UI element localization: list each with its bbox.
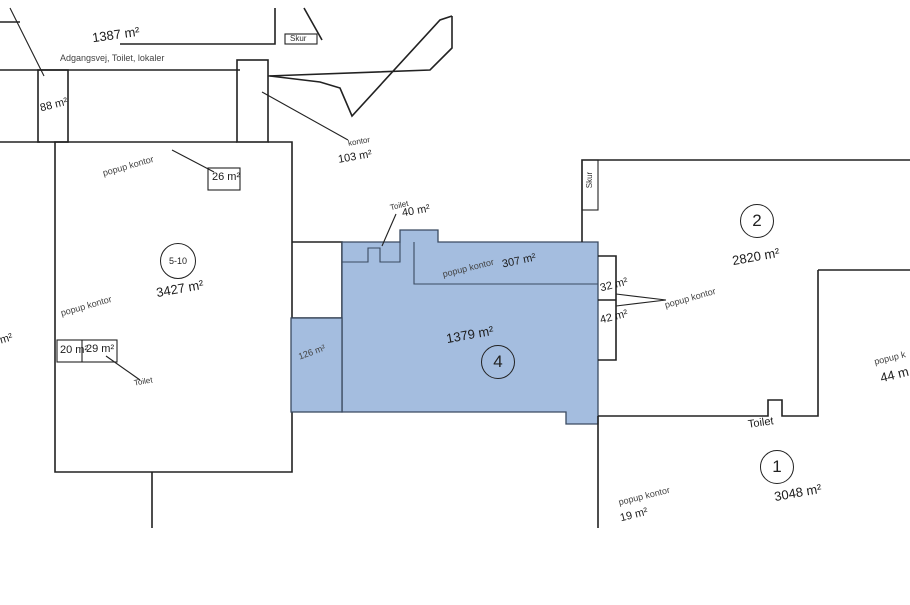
box-32-42 bbox=[598, 255, 617, 361]
arrow-toilet-mid bbox=[381, 213, 397, 247]
area-126-highlight bbox=[290, 317, 343, 413]
hall-1-number: 1 bbox=[760, 450, 794, 484]
shed-right-box bbox=[581, 159, 599, 211]
hall-4-number: 4 bbox=[481, 345, 515, 379]
access-road-label: Adgangsvej, Toilet, lokaler bbox=[60, 53, 165, 63]
shed-right-label: Skur bbox=[585, 171, 595, 189]
annex-outline bbox=[292, 241, 343, 319]
office-103-box bbox=[236, 59, 269, 143]
arrow-office bbox=[261, 91, 349, 141]
popup-26-box bbox=[207, 167, 241, 191]
top-building-outline bbox=[0, 7, 453, 77]
shed-top-box bbox=[284, 33, 318, 45]
arrow-popup-26 bbox=[171, 149, 215, 173]
arrow-toilet-left bbox=[105, 355, 141, 381]
popup-26-label: 26 m² bbox=[212, 171, 241, 183]
mid-307-outline bbox=[413, 242, 598, 285]
shed-top-label: Skur bbox=[290, 34, 307, 43]
arrow-1387 bbox=[9, 7, 45, 77]
left-small-20: 20 m² bbox=[60, 344, 89, 356]
hall-4-highlight bbox=[341, 229, 599, 425]
hall-5-10-outline bbox=[54, 141, 293, 473]
left-strip-88 bbox=[37, 69, 69, 143]
arrow-popup-right bbox=[615, 293, 667, 307]
top-right-outline bbox=[269, 15, 453, 118]
hall-2-number: 2 bbox=[740, 204, 774, 238]
left-small-29: 29 m² bbox=[86, 343, 115, 355]
hall-5-10-number: 5-10 bbox=[160, 243, 196, 279]
hall-2-outline bbox=[581, 159, 910, 417]
toilet-mid-outline bbox=[342, 242, 401, 263]
left-small-boxes bbox=[56, 339, 118, 363]
